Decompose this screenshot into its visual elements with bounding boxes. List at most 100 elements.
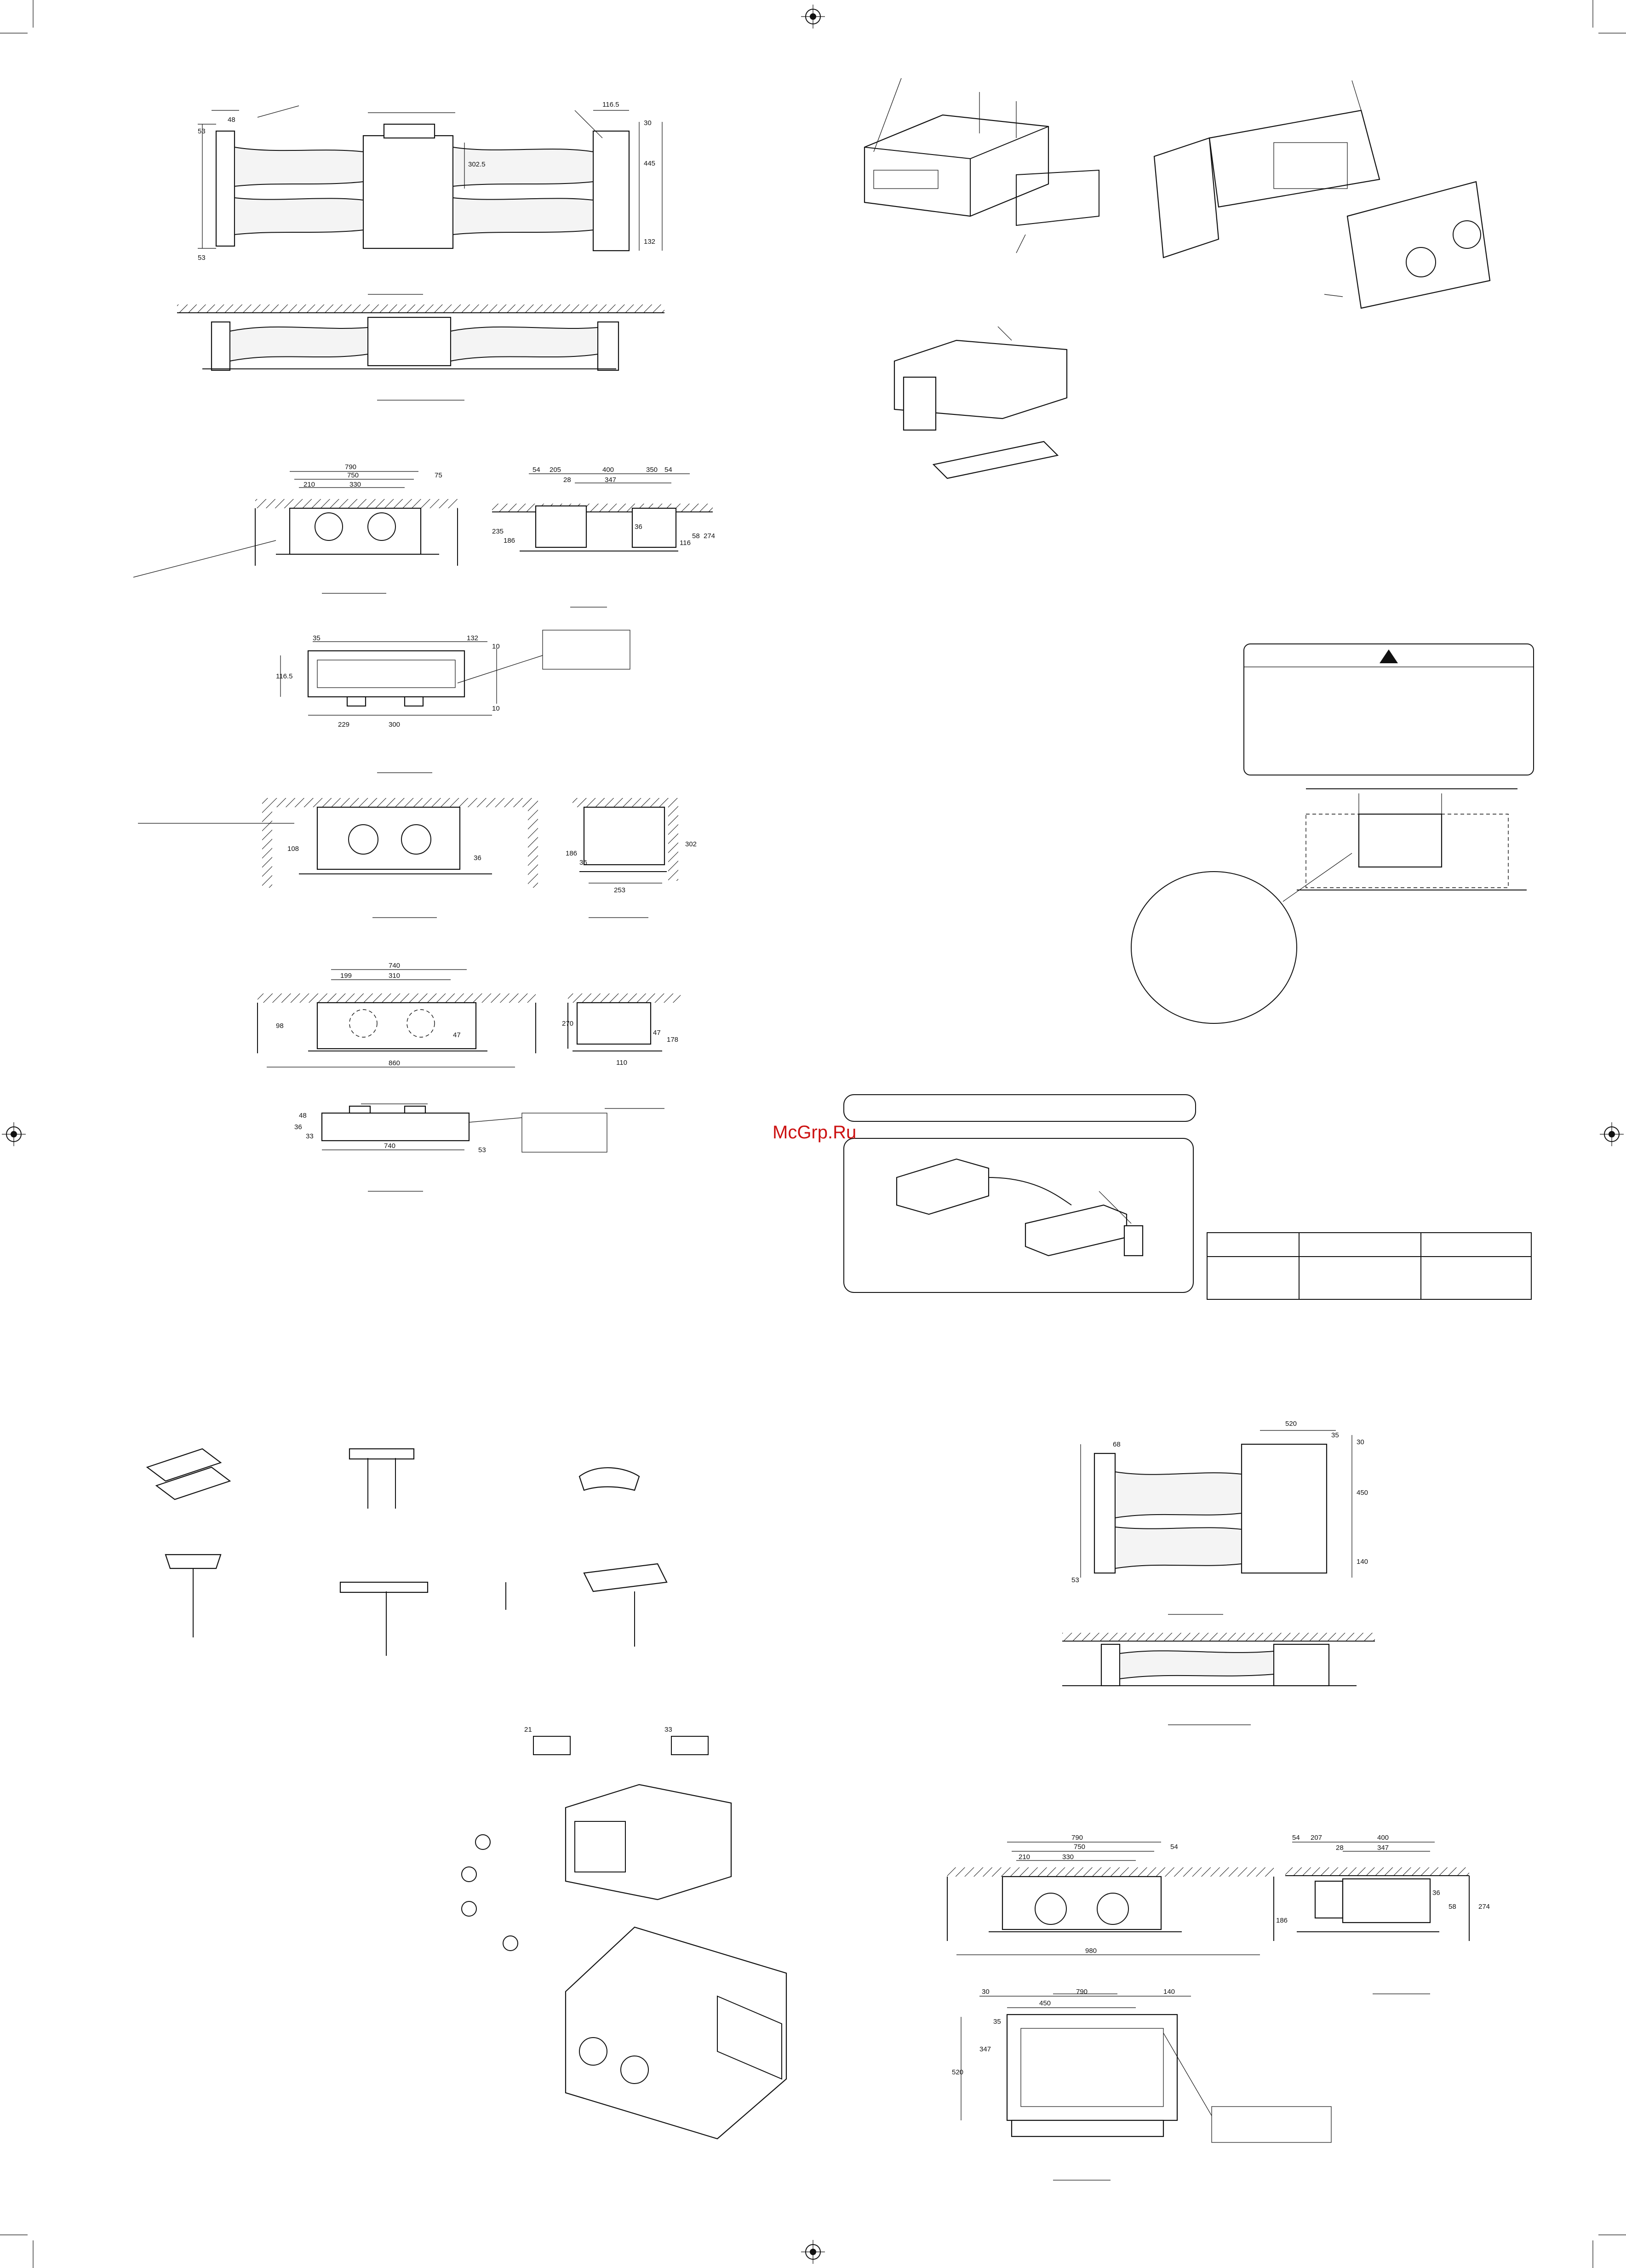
- dim-label: 740: [384, 1142, 395, 1150]
- side-view-dims-400: 54 205 400 350 54 28 347 235 186 36 116 …: [492, 466, 715, 608]
- isometric-unit-panel-removal: [864, 78, 1099, 253]
- dim-label: 350: [646, 466, 658, 474]
- isometric-unit-front-panel: [461, 1784, 732, 1951]
- isometric-plenum-attachment: [1153, 80, 1491, 309]
- dim-label: 54: [664, 466, 672, 474]
- dim-label: 75: [435, 471, 442, 479]
- dim-label: 400: [1377, 1834, 1389, 1842]
- front-view-wall-recess: 108 36: [138, 798, 538, 918]
- dim-label: 47: [653, 1029, 661, 1037]
- front-view-opening-860: 740 199 310 98 47 860: [257, 962, 536, 1104]
- dim-label: 400: [602, 466, 614, 474]
- dim-label: 48: [228, 116, 235, 124]
- dim-label: 28: [1336, 1844, 1344, 1852]
- caution-box: [1243, 643, 1534, 775]
- side-view-ceiling-mount: [177, 304, 664, 401]
- top-view-duct-assembly: 48 53 53 302.5 116.5 30 445 132: [198, 101, 663, 295]
- spec-table: [1207, 1232, 1532, 1300]
- side-view-ceiling-mount-right: [1062, 1633, 1375, 1725]
- registration-mark-icon: [801, 5, 825, 29]
- dim-label: 54: [1292, 1834, 1300, 1842]
- dim-label: 53: [478, 1146, 486, 1154]
- dim-label: 132: [644, 238, 655, 246]
- dim-label: 330: [1062, 1853, 1074, 1861]
- dim-label: 140: [1163, 1988, 1175, 1996]
- dim-label: 98: [276, 1022, 284, 1030]
- top-view-bracket-520: 30 790 140 450 35 347 520: [952, 1988, 1332, 2181]
- dim-label: 210: [303, 481, 315, 488]
- dim-label: 450: [1357, 1489, 1368, 1497]
- side-view-dims-274: 54 207 400 28 347 186 36 58 274: [1276, 1834, 1490, 1994]
- dim-label: 30: [1357, 1438, 1364, 1446]
- registration-mark-icon: [2, 1122, 26, 1146]
- dim-label: 21: [524, 1726, 532, 1734]
- dim-label: 207: [1311, 1834, 1322, 1842]
- note-box: [542, 630, 630, 670]
- dim-label: 178: [667, 1036, 678, 1044]
- dim-label: 229: [338, 721, 349, 729]
- dim-label: 520: [1285, 1420, 1297, 1428]
- dim-label: 53: [1071, 1576, 1079, 1584]
- dim-label: 54: [1170, 1843, 1178, 1851]
- dim-label: 110: [616, 1059, 627, 1067]
- note-box: [521, 1113, 607, 1153]
- isometric-unit-bottom-panel: [893, 326, 1068, 479]
- dim-label: 132: [467, 634, 478, 642]
- dim-label: 28: [563, 476, 571, 484]
- dim-label: 790: [1071, 1834, 1083, 1842]
- dim-label: 36: [294, 1123, 302, 1131]
- dim-label: 186: [1276, 1917, 1288, 1924]
- dim-label: 68: [1113, 1441, 1121, 1448]
- note-box: [1211, 2106, 1332, 2143]
- dim-label: 140: [1357, 1558, 1368, 1566]
- anchor-bolt-details: [146, 1448, 668, 1656]
- dim-label: 35: [313, 634, 321, 642]
- dim-label: 116.5: [276, 672, 292, 680]
- dim-label: 116: [680, 539, 691, 547]
- dim-label: 347: [979, 2045, 991, 2053]
- dim-label: 980: [1085, 1947, 1097, 1955]
- dim-label: 35: [1331, 1431, 1339, 1439]
- dim-label: 36: [1432, 1889, 1440, 1897]
- dim-label: 116.5: [602, 101, 619, 109]
- dim-label: 199: [340, 972, 352, 980]
- dim-label: 347: [1377, 1844, 1389, 1852]
- dim-label: 210: [1019, 1853, 1030, 1861]
- dim-label: 274: [704, 532, 715, 540]
- dim-label: 47: [453, 1031, 461, 1039]
- dim-label: 53: [198, 127, 206, 135]
- dim-label: 253: [614, 886, 625, 894]
- dim-label: 750: [347, 471, 359, 479]
- dim-label: 108: [287, 845, 299, 853]
- dim-label: 186: [504, 537, 515, 545]
- dim-label: 740: [389, 962, 400, 970]
- warning-triangle-icon: [1380, 649, 1398, 663]
- dim-label: 302: [685, 840, 697, 848]
- registration-mark-icon: [801, 2240, 825, 2264]
- dim-label: 33: [306, 1132, 314, 1140]
- dim-label: 330: [349, 481, 361, 488]
- dim-label: 58: [1449, 1903, 1456, 1911]
- dim-label: 310: [389, 972, 400, 980]
- dim-label: 347: [605, 476, 616, 484]
- dim-label: 33: [664, 1726, 672, 1734]
- side-view-wall-recess: 186 36 302 253: [566, 798, 697, 918]
- dim-label: 445: [644, 160, 655, 167]
- dim-label: 450: [1039, 1999, 1051, 2007]
- duct-system-diagram: [843, 1094, 1196, 1293]
- dim-label: 205: [550, 466, 561, 474]
- dim-label: 235: [492, 528, 504, 535]
- dim-label: 300: [389, 721, 400, 729]
- dim-label: 53: [198, 254, 206, 262]
- bottom-view-bracket-740: 48 36 33 740 53: [294, 1105, 607, 1192]
- dim-label: 750: [1074, 1843, 1085, 1851]
- dim-label: 54: [532, 466, 540, 474]
- dim-label: 30: [982, 1988, 990, 1996]
- dim-label: 10: [492, 643, 500, 650]
- dim-label: 186: [566, 850, 577, 857]
- registration-mark-icon: [1600, 1122, 1624, 1146]
- front-view-opening-790: 790 750 210 330 75: [133, 463, 458, 594]
- dim-label: 790: [345, 463, 356, 471]
- front-view-opening-980: 790 750 210 330 54 980: [947, 1834, 1274, 1994]
